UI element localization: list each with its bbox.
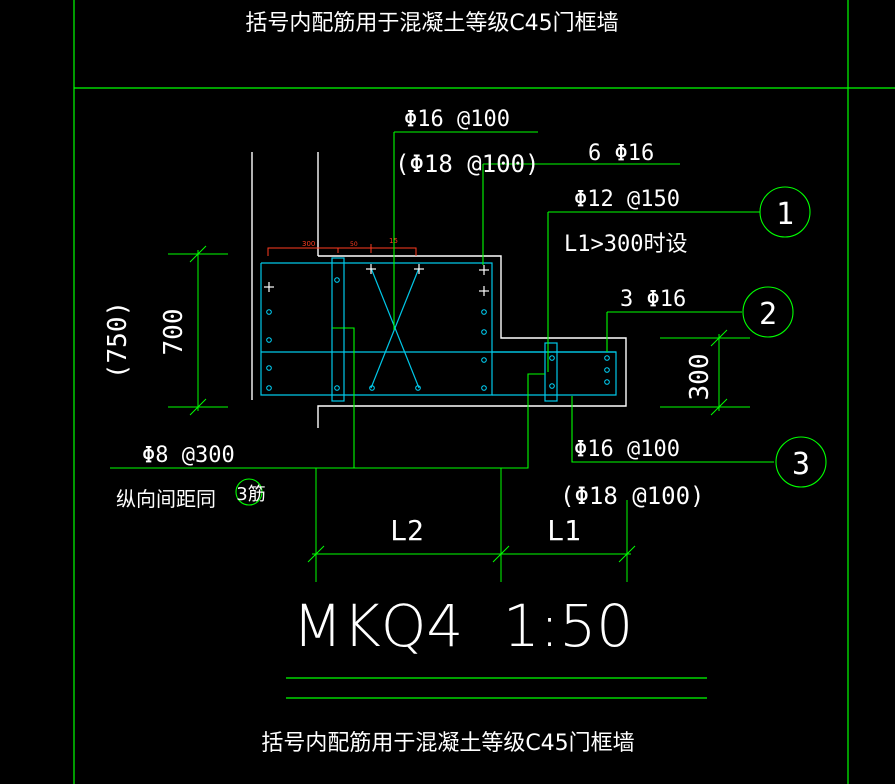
rebar-bars — [266, 277, 610, 391]
title-scale: 1:50 — [503, 592, 633, 660]
detail-dimensions — [267, 244, 417, 256]
callout-three-phi16: 3 Φ16 — [620, 287, 686, 312]
rebar-cage — [260, 257, 617, 402]
top-note: 括号内配筋用于混凝土等级C45门框墙 — [245, 11, 618, 36]
marker-2: 2 — [759, 297, 777, 332]
marker-3-left: 3筋 — [236, 484, 265, 505]
leader-lines — [110, 131, 827, 506]
bottom-note: 括号内配筋用于混凝土等级C45门框墙 — [261, 731, 634, 756]
callout-l1-condition: L1>300时设 — [564, 232, 687, 257]
callout-phi16-at100-top: Φ16 @100 — [404, 107, 510, 132]
corner-bars — [264, 264, 489, 296]
drawing-frame — [73, 0, 895, 784]
title-name: MKQ4 — [293, 592, 464, 660]
callout-phi8-at300: Φ8 @300 — [142, 443, 235, 468]
callout-longitudinal-spacing: 纵向间距同 — [116, 487, 216, 511]
dim-750: (750) — [103, 301, 133, 379]
callout-six-phi16: 6 Φ16 — [588, 141, 654, 166]
callout-phi18-at100-top: (Φ18 @100) — [395, 150, 540, 178]
dim-300: 300 — [685, 354, 715, 401]
dim-l1: L1 — [547, 514, 581, 547]
wall-outline — [251, 152, 627, 428]
callout-phi16-at100-bottom: Φ16 @100 — [574, 437, 680, 462]
marker-3-right: 3 — [792, 447, 810, 482]
callout-phi18-at100-bottom: (Φ18 @100) — [560, 482, 705, 510]
dim-l2: L2 — [390, 514, 424, 547]
dim-700: 700 — [159, 309, 189, 356]
dim-small-mid: 50 — [350, 241, 358, 248]
dim-small-left: 300 — [302, 240, 315, 248]
marker-1: 1 — [776, 197, 794, 232]
dimension-lines — [168, 245, 750, 582]
callout-phi12-at150: Φ12 @150 — [574, 187, 680, 212]
